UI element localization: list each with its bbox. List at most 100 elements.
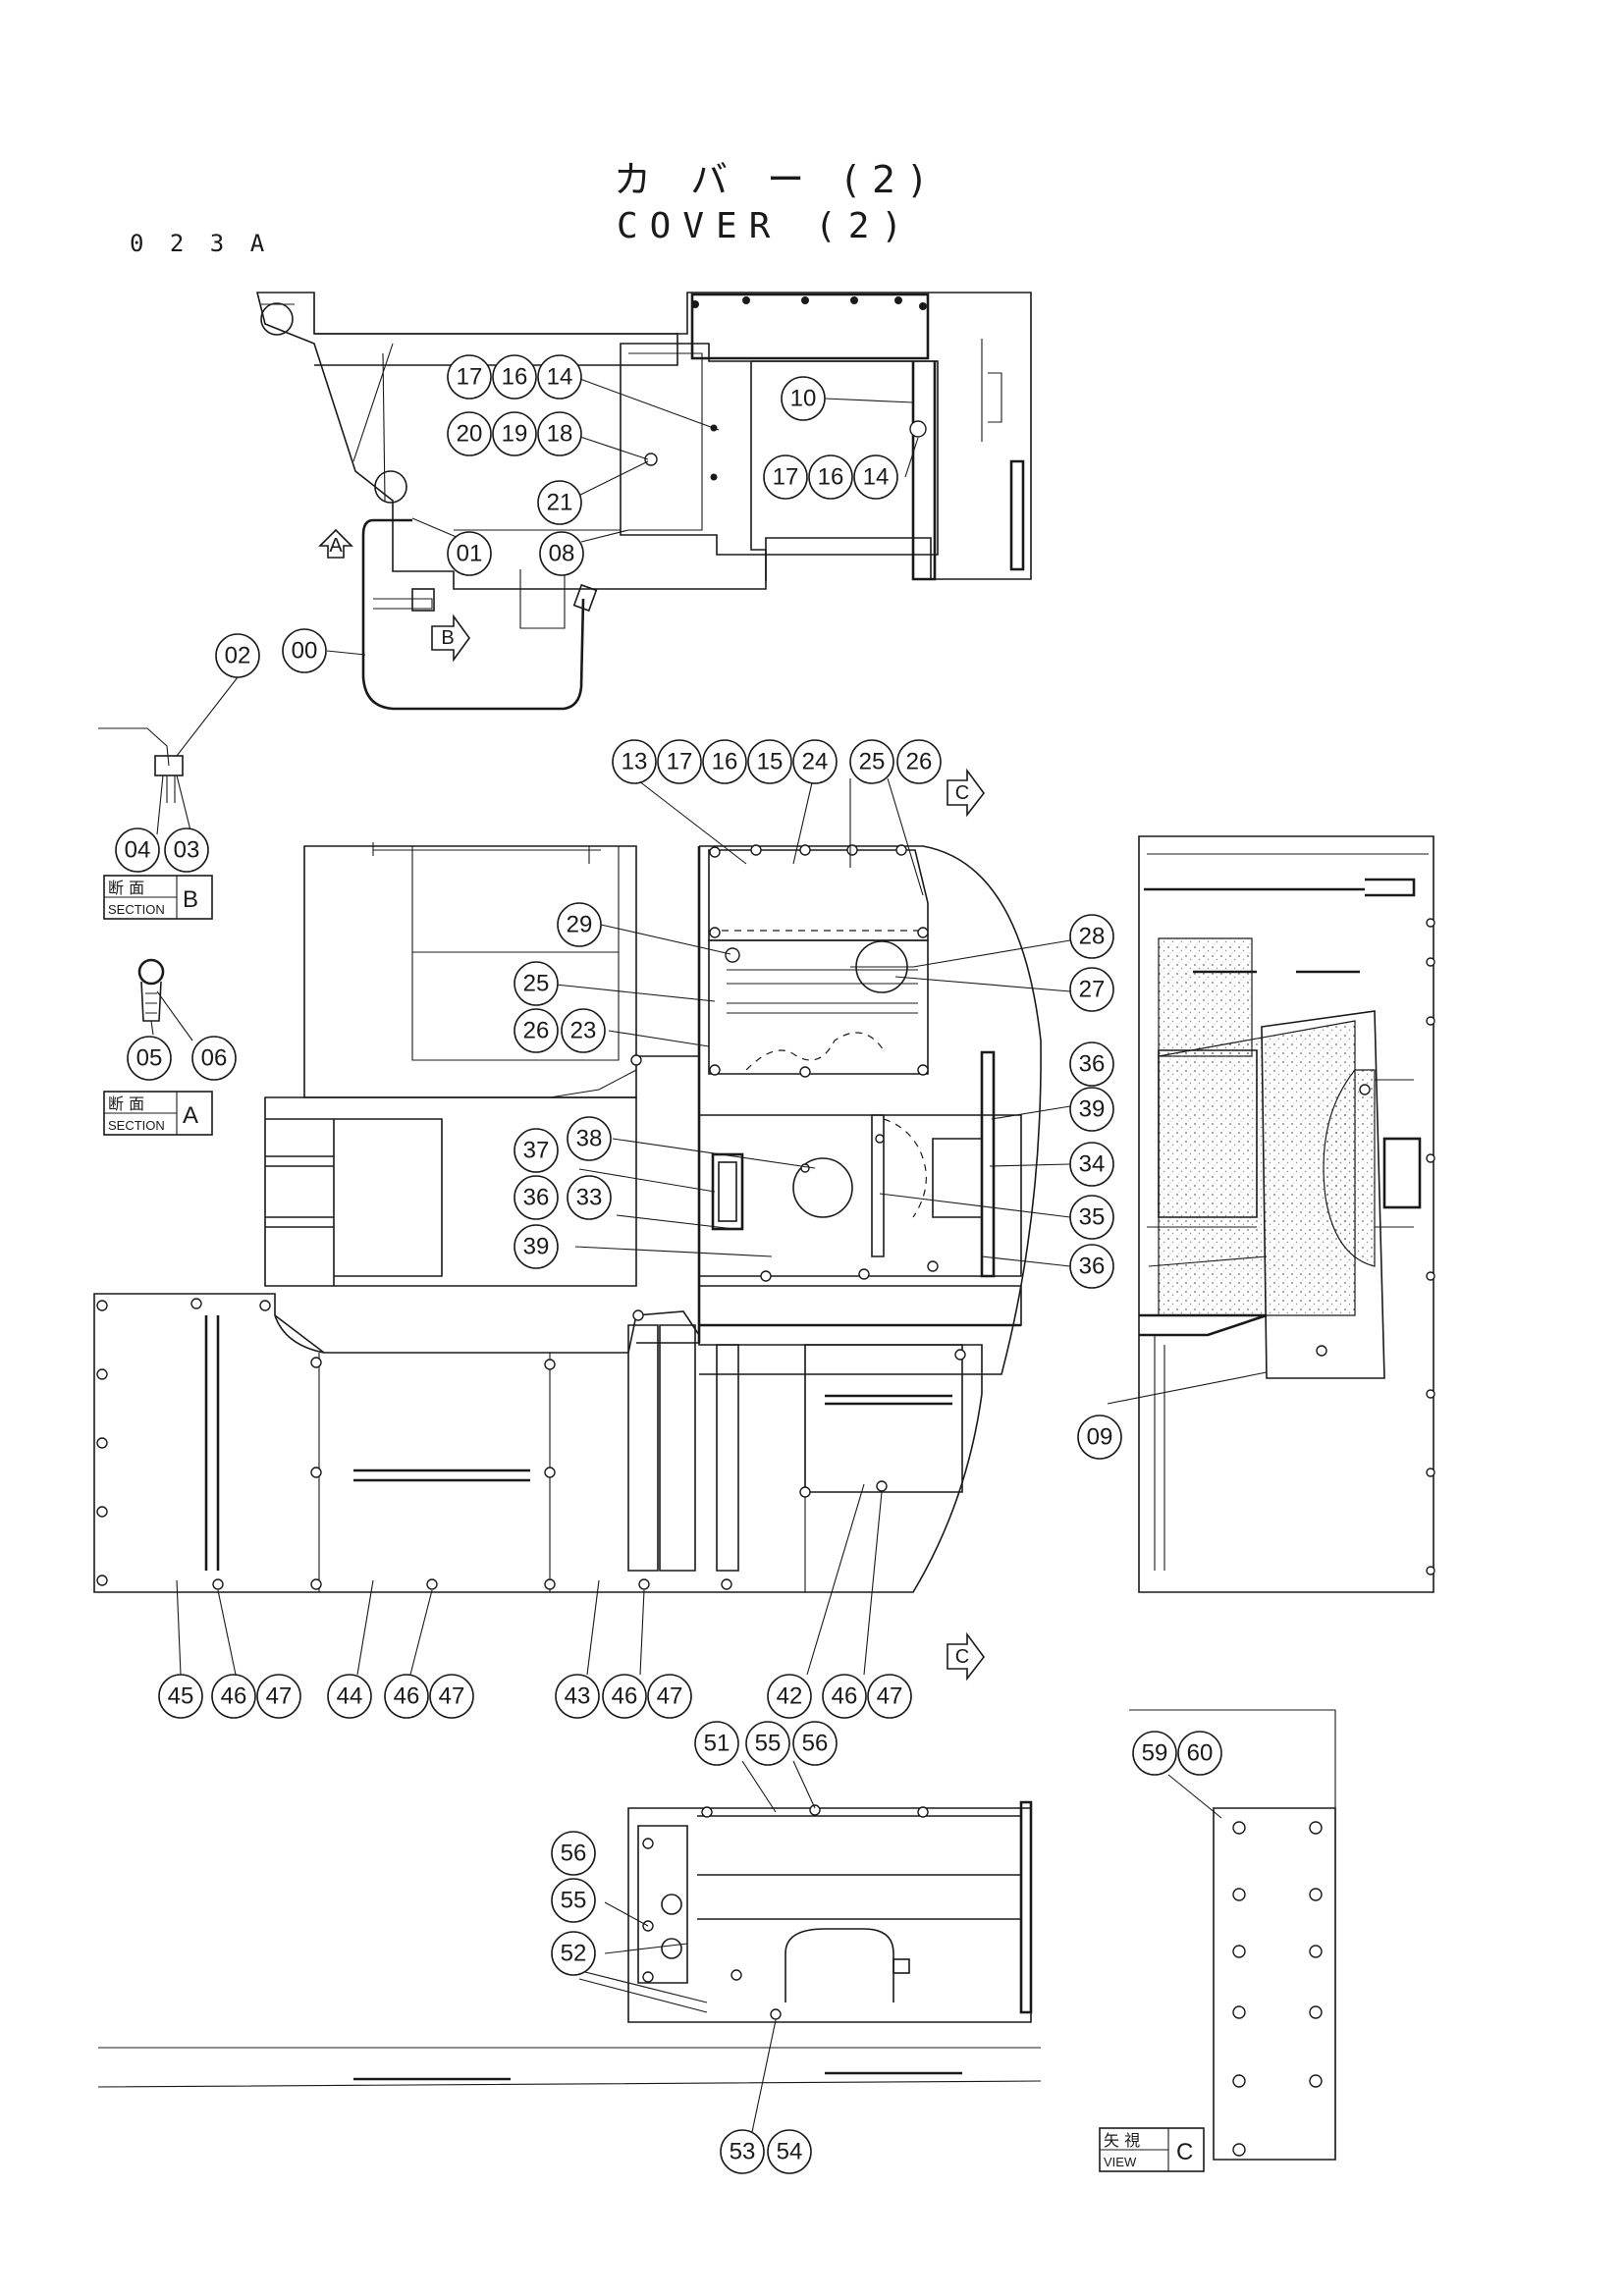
callout-main-17: 17 [657,739,702,784]
callout-sec-b-04: 04 [115,828,160,873]
view-c-detail [1129,1709,1336,2161]
svg-text:36: 36 [1079,1254,1106,1280]
svg-text:56: 56 [802,1731,829,1757]
callout-top-00: 00 [282,628,327,673]
svg-text:55: 55 [755,1731,782,1757]
svg-text:38: 38 [576,1126,603,1152]
view-arrow-b: B [431,614,470,663]
callout-main-36c: 36 [1069,1244,1114,1289]
svg-text:17: 17 [667,749,693,775]
callout-low-47c: 47 [647,1674,692,1719]
svg-text:18: 18 [547,421,573,448]
svg-text:05: 05 [136,1045,163,1072]
callout-bot-51: 51 [694,1721,739,1766]
svg-text:25: 25 [859,749,886,775]
callout-sec-a-06: 06 [191,1036,237,1081]
svg-text:27: 27 [1079,977,1106,1003]
svg-text:46: 46 [612,1683,638,1710]
section-a-detail [137,958,193,1041]
side-view [1107,835,1435,1593]
callout-main-29: 29 [557,902,602,947]
svg-text:A: A [329,535,343,557]
svg-text:16: 16 [818,464,844,491]
callout-low-47d: 47 [867,1674,912,1719]
svg-text:04: 04 [125,837,151,864]
svg-text:51: 51 [704,1731,730,1757]
callout-bot-56b: 56 [551,1831,596,1876]
svg-text:42: 42 [777,1683,803,1710]
callout-main-39b: 39 [514,1224,559,1269]
callout-top-16: 16 [492,354,537,400]
svg-text:33: 33 [576,1185,603,1211]
callout-main-38: 38 [567,1116,612,1161]
svg-text:55: 55 [561,1888,587,1914]
view-arrow-c-top: C [947,768,986,818]
title-block: カ バ ー (2) COVER (2) 0 2 3 A [130,158,938,257]
svg-text:06: 06 [201,1045,228,1072]
svg-text:16: 16 [712,749,738,775]
callout-low-43: 43 [555,1674,600,1719]
svg-text:59: 59 [1142,1740,1168,1767]
lower-covers: C [93,1293,986,1682]
callout-main-34: 34 [1069,1142,1114,1187]
svg-text:SECTION: SECTION [108,1118,165,1133]
callout-bot-56: 56 [792,1721,838,1766]
svg-text:44: 44 [337,1683,363,1710]
callout-low-47a: 47 [256,1674,301,1719]
svg-text:10: 10 [790,386,817,412]
callout-bot-54: 54 [767,2129,812,2174]
svg-text:01: 01 [457,541,483,567]
callout-main-15: 15 [747,739,792,784]
callout-top-17b: 17 [763,454,808,500]
svg-text:21: 21 [547,490,573,516]
callout-main-09: 09 [1077,1415,1122,1460]
svg-text:C: C [955,1646,969,1668]
svg-text:46: 46 [221,1683,247,1710]
section-b-label: 断 面 SECTION B [103,875,213,920]
svg-text:29: 29 [567,912,593,938]
callout-main-33: 33 [567,1175,612,1220]
svg-text:45: 45 [168,1683,194,1710]
svg-text:47: 47 [877,1683,903,1710]
title-english: COVER (2) [617,206,914,246]
callout-main-26: 26 [896,739,942,784]
callout-viewc-59: 59 [1132,1731,1177,1776]
callout-bot-52: 52 [551,1931,596,1976]
svg-text:36: 36 [523,1185,550,1211]
callout-main-25b: 25 [514,961,559,1006]
callout-bot-53: 53 [720,2129,765,2174]
svg-text:09: 09 [1087,1424,1113,1451]
side-view-bolts [1426,918,1435,1575]
svg-text:39: 39 [523,1234,550,1260]
callout-top-10: 10 [781,376,826,421]
callout-main-37: 37 [514,1128,559,1173]
svg-text:SECTION: SECTION [108,902,165,917]
svg-text:28: 28 [1079,924,1106,950]
svg-text:14: 14 [547,364,573,391]
svg-text:B: B [183,886,198,913]
callout-main-16: 16 [702,739,747,784]
svg-text:43: 43 [565,1683,591,1710]
callout-top-08: 08 [539,531,584,576]
callout-main-39: 39 [1069,1087,1114,1132]
svg-text:26: 26 [906,749,933,775]
callout-top-14: 14 [537,354,582,400]
callout-low-46b: 46 [384,1674,429,1719]
section-a-label: 断 面 SECTION A [103,1091,213,1136]
svg-text:15: 15 [757,749,784,775]
svg-text:23: 23 [570,1018,597,1044]
svg-text:60: 60 [1187,1740,1214,1767]
view-c-bolts [1232,1821,1323,2157]
lower-cover-bolts [96,1298,966,1590]
title-japanese: カ バ ー (2) [614,158,938,201]
callout-top-20: 20 [447,411,492,456]
svg-text:47: 47 [266,1683,293,1710]
svg-text:A: A [183,1102,198,1129]
svg-text:37: 37 [523,1138,550,1164]
svg-text:断 面: 断 面 [108,1095,144,1113]
callout-sec-b-03: 03 [164,828,209,873]
svg-text:17: 17 [457,364,483,391]
callout-top-14b: 14 [853,454,898,500]
callout-main-13: 13 [612,739,657,784]
callout-main-25: 25 [849,739,894,784]
